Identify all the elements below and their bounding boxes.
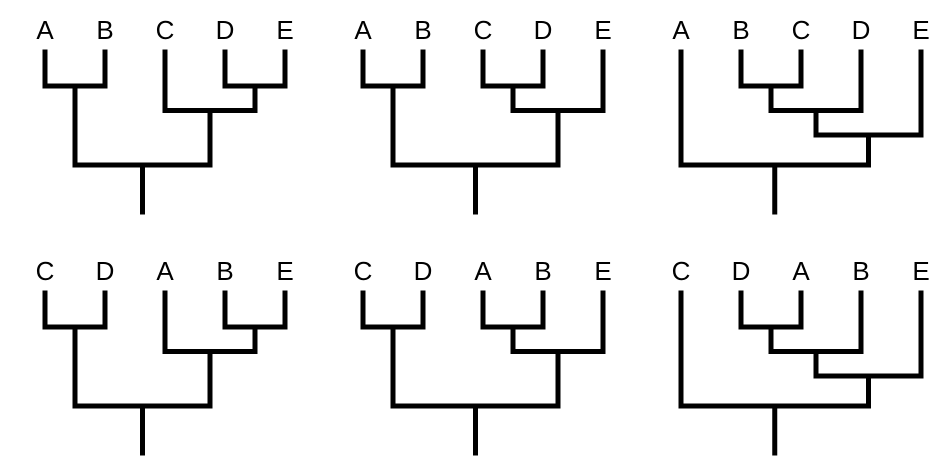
leaf-label-e: E: [276, 256, 293, 286]
leaf-label-b: B: [534, 256, 551, 286]
leaf-label-e: E: [594, 15, 611, 45]
leaf-label-c: C: [792, 15, 811, 45]
leaf-label-a: A: [36, 15, 54, 45]
leaf-label-e: E: [276, 15, 293, 45]
leaf-label-d: D: [414, 256, 433, 286]
leaf-label-e: E: [912, 15, 929, 45]
leaf-label-b: B: [852, 256, 869, 286]
leaf-label-d: D: [852, 15, 871, 45]
leaf-label-a: A: [474, 256, 492, 286]
leaf-label-b: B: [732, 15, 749, 45]
leaf-label-b: B: [414, 15, 431, 45]
leaf-label-c: C: [36, 256, 55, 286]
leaf-label-e: E: [912, 256, 929, 286]
leaf-label-b: B: [216, 256, 233, 286]
leaf-label-a: A: [156, 256, 174, 286]
leaf-label-a: A: [672, 15, 690, 45]
leaf-label-a: A: [354, 15, 372, 45]
leaf-label-d: D: [732, 256, 751, 286]
leaf-label-d: D: [216, 15, 235, 45]
cladogram-3: A B C D E: [672, 15, 930, 215]
leaf-label-c: C: [354, 256, 373, 286]
leaf-label-e: E: [594, 256, 611, 286]
leaf-label-d: D: [96, 256, 115, 286]
leaf-label-d: D: [534, 15, 553, 45]
leaf-label-c: C: [156, 15, 175, 45]
cladogram-2: A B C D E: [354, 15, 612, 215]
leaf-label-c: C: [474, 15, 493, 45]
leaf-label-a: A: [792, 256, 810, 286]
cladogram-1: A B C D E: [36, 15, 294, 215]
leaf-label-b: B: [96, 15, 113, 45]
leaf-label-c: C: [672, 256, 691, 286]
